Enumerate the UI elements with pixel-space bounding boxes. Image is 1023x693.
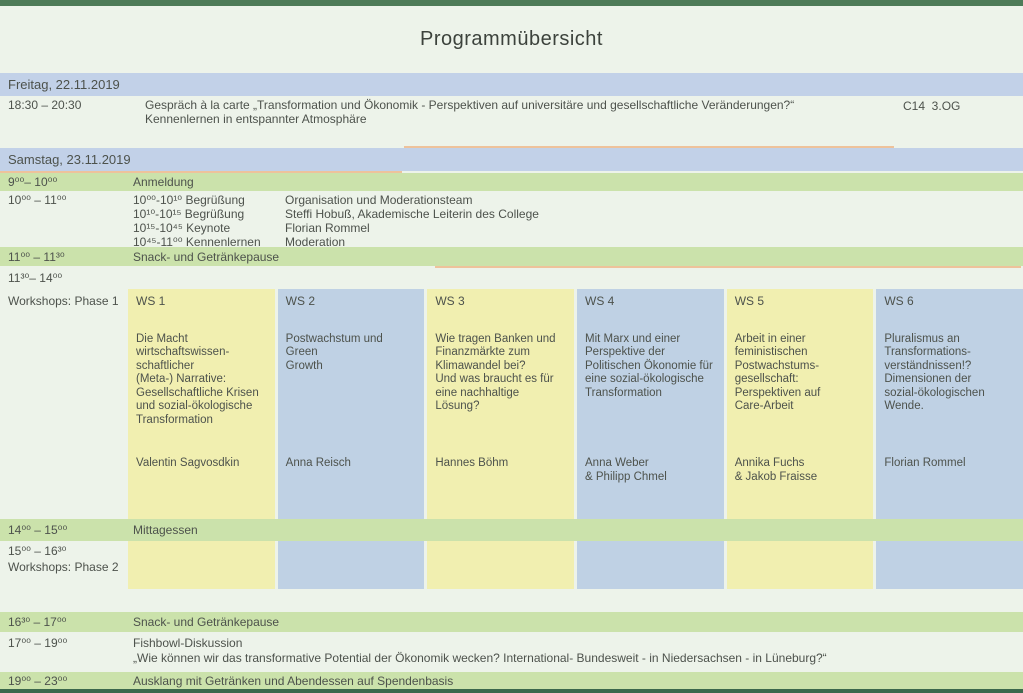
page-title: Programmübersicht: [419, 28, 603, 50]
workshop-grid: WS 1 Die Macht wirtschaftswissen- schaft…: [128, 289, 1023, 519]
workshop-title: Postwachstum und Green Growth: [285, 332, 383, 372]
divider-accent-line: [435, 266, 1021, 268]
opening-row: 10⁰⁰ – 11⁰⁰ 10⁰⁰-10¹⁰ Begrüßung Organisa…: [0, 191, 1023, 249]
opening-item-slot: 10⁴⁵-11⁰⁰ Kennenlernen: [133, 235, 261, 249]
phase2-slot: [427, 541, 575, 589]
fishbowl-time: 17⁰⁰ – 19⁰⁰: [8, 636, 68, 650]
opening-item-slot: 10¹⁰-10¹⁵ Begrüßung: [133, 207, 245, 221]
workshop-title: Wie tragen Banken und Finanzmärkte zum K…: [435, 332, 556, 413]
closing-row: 19⁰⁰ – 23⁰⁰ Ausklang mit Getränken und A…: [0, 672, 1023, 689]
opening-item-who: Florian Rommel: [285, 221, 370, 235]
registration-row: 9⁰⁰– 10⁰⁰ Anmeldung: [0, 173, 1023, 191]
workshop-card-ws1: WS 1 Die Macht wirtschaftswissen- schaft…: [128, 289, 275, 519]
workshop-id: WS 5: [734, 294, 765, 308]
opening-item-who: Steffi Hobuß, Akademische Leiterin des C…: [285, 207, 539, 221]
registration-label: Anmeldung: [133, 175, 194, 189]
workshop-speaker: Anna Weber & Philipp Chmel: [585, 457, 667, 483]
lunch-label: Mittagessen: [133, 523, 198, 537]
workshop-id: WS 2: [285, 294, 316, 308]
lunch-row: 14⁰⁰ – 15⁰⁰ Mittagessen: [0, 519, 1023, 541]
opening-time: 10⁰⁰ – 11⁰⁰: [8, 193, 67, 207]
day-header-friday: Freitag, 22.11.2019: [0, 73, 1023, 96]
phase1-time: 11³⁰– 14⁰⁰: [8, 271, 63, 285]
workshop-speaker: Hannes Böhm: [435, 457, 509, 469]
fishbowl-title: Fishbowl-Diskussion: [133, 636, 243, 650]
fishbowl-row: 17⁰⁰ – 19⁰⁰ Fishbowl-Diskussion „Wie kön…: [0, 632, 1023, 672]
opening-item-who: Organisation und Moderationsteam: [285, 193, 473, 207]
phase1-label: Workshops: Phase 1: [8, 294, 119, 308]
phase2-label-column: 15⁰⁰ – 16³⁰ Workshops: Phase 2: [8, 543, 119, 575]
event-line2: Kennenlernen in entspannter Atmosphäre: [145, 112, 367, 126]
phase2-slot: [128, 541, 275, 589]
workshop-card-ws5: WS 5 Arbeit in einer feministischen Post…: [726, 289, 874, 519]
event-line1: Gespräch à la carte „Transformation und …: [145, 98, 795, 112]
phase2-slot: [577, 541, 724, 589]
registration-time: 9⁰⁰– 10⁰⁰: [8, 175, 58, 189]
workshop-card-ws4: WS 4 Mit Marx und einer Perspektive der …: [577, 289, 724, 519]
day-header-friday-label: Freitag, 22.11.2019: [8, 76, 120, 92]
top-border: [0, 0, 1023, 6]
event-location: C14 3.OG: [903, 99, 961, 113]
title-area: Programmübersicht: [0, 6, 1023, 73]
opening-item-slot: 10¹⁵-10⁴⁵ Keynote: [133, 221, 231, 235]
friday-event-row: 18:30 – 20:30 Gespräch à la carte „Trans…: [0, 96, 1023, 148]
workshop-speaker: Florian Rommel: [884, 457, 966, 469]
phase2-label: Workshops: Phase 2: [8, 560, 119, 574]
lunch-time: 14⁰⁰ – 15⁰⁰: [8, 523, 68, 537]
break1-label: Snack- und Getränkepause: [133, 249, 280, 264]
workshop-title: Pluralismus an Transformations- verständ…: [884, 332, 985, 413]
break2-time: 16³⁰ – 17⁰⁰: [8, 615, 67, 629]
workshop-card-ws3: WS 3 Wie tragen Banken und Finanzmärkte …: [427, 289, 575, 519]
workshop-id: WS 4: [585, 294, 615, 308]
workshop-title: Mit Marx und einer Perspektive der Polit…: [585, 332, 713, 399]
phase2-grid: [128, 541, 1023, 589]
day-header-saturday-label: Samstag, 23.11.2019: [8, 151, 131, 167]
divider-accent-line: [0, 171, 402, 173]
break1-row: 11⁰⁰ – 11³⁰ Snack- und Getränkepause: [0, 247, 1023, 268]
workshop-title: Die Macht wirtschaftswissen- schaftliche…: [136, 332, 259, 426]
workshop-speaker: Anna Reisch: [285, 457, 351, 469]
opening-item-slot: 10⁰⁰-10¹⁰ Begrüßung: [133, 193, 245, 207]
closing-time: 19⁰⁰ – 23⁰⁰: [8, 673, 68, 688]
opening-item: 10⁴⁵-11⁰⁰ Kennenlernen Moderation: [133, 235, 539, 249]
workshop-card-ws6: WS 6 Pluralismus an Transformations- ver…: [876, 289, 1023, 519]
break2-label: Snack- und Getränkepause: [133, 615, 280, 629]
phase2-time: 15⁰⁰ – 16³⁰: [8, 544, 67, 558]
opening-item: 10⁰⁰-10¹⁰ Begrüßung Organisation und Mod…: [133, 193, 539, 207]
opening-item: 10¹⁵-10⁴⁵ Keynote Florian Rommel: [133, 221, 539, 235]
workshop-id: WS 1: [136, 294, 166, 308]
event-description: Gespräch à la carte „Transformation und …: [133, 98, 903, 148]
workshop-speaker: Valentin Sagvosdkin: [136, 457, 240, 469]
phase2-slot: [876, 541, 1023, 589]
bottom-border: [0, 689, 1023, 693]
fishbowl-content: Fishbowl-Diskussion „Wie können wir das …: [133, 636, 1023, 672]
day-header-saturday: Samstag, 23.11.2019: [0, 148, 1023, 173]
workshop-card-ws2: WS 2 Postwachstum und Green Growth Anna …: [277, 289, 425, 519]
workshop-title: Arbeit in einer feministischen Postwachs…: [734, 332, 821, 413]
workshop-speaker: Annika Fuchs & Jakob Fraisse: [734, 457, 818, 483]
opening-item-who: Moderation: [285, 235, 346, 249]
event-time: 18:30 – 20:30: [8, 98, 82, 112]
break1-time: 11⁰⁰ – 11³⁰: [8, 249, 65, 264]
phase1-label-column: 11³⁰– 14⁰⁰ Workshops: Phase 1: [8, 272, 119, 308]
workshop-id: WS 6: [884, 294, 914, 308]
fishbowl-quote: „Wie können wir das transformative Poten…: [133, 651, 827, 665]
workshops-phase2-block: 15⁰⁰ – 16³⁰ Workshops: Phase 2: [0, 541, 1023, 591]
phase2-slot: [277, 541, 425, 589]
closing-label: Ausklang mit Getränken und Abendessen au…: [133, 673, 454, 688]
workshop-id: WS 3: [435, 294, 465, 308]
workshops-phase1-block: 11³⁰– 14⁰⁰ Workshops: Phase 1 WS 1 Die M…: [0, 268, 1023, 519]
opening-item: 10¹⁰-10¹⁵ Begrüßung Steffi Hobuß, Akadem…: [133, 207, 539, 221]
break2-row: 16³⁰ – 17⁰⁰ Snack- und Getränkepause: [0, 612, 1023, 632]
phase2-slot: [726, 541, 874, 589]
divider-accent-line: [404, 146, 894, 148]
opening-schedule: 10⁰⁰-10¹⁰ Begrüßung Organisation und Mod…: [133, 193, 539, 249]
